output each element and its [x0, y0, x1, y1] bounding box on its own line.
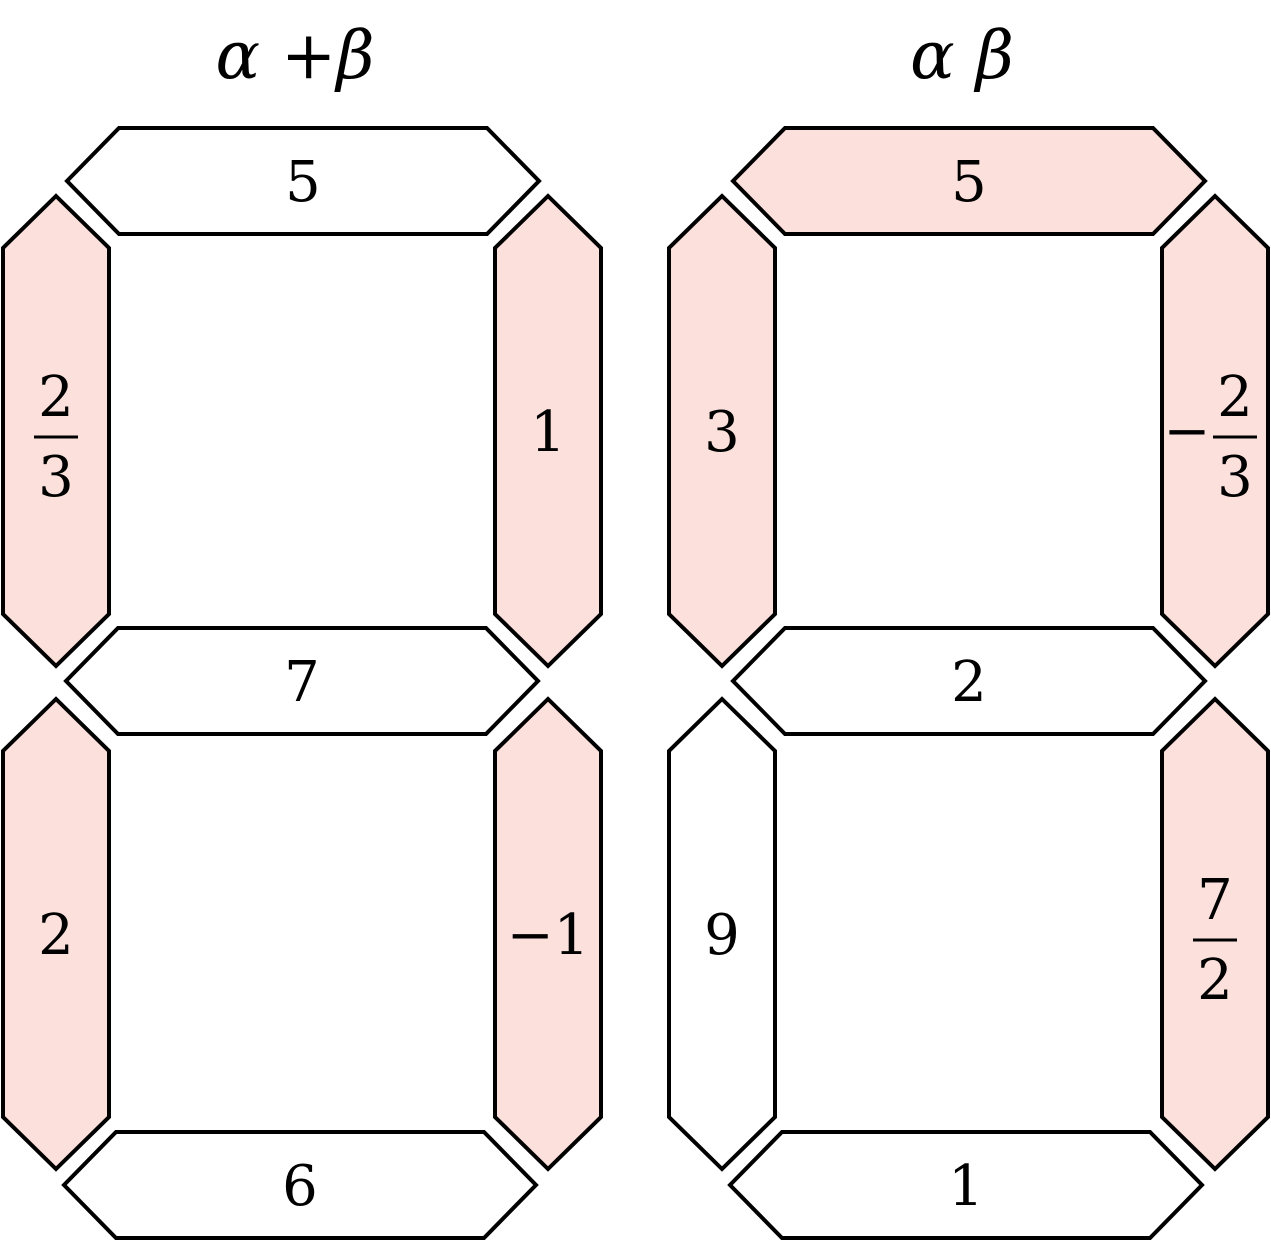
fraction-denominator: 3: [1217, 445, 1253, 510]
segment-shape: [61, 1130, 539, 1240]
segment-value: 9: [704, 903, 740, 968]
lower-right-segment: −1: [493, 696, 603, 1172]
fraction-denominator: 3: [38, 445, 74, 510]
segment-shape: [1160, 696, 1270, 1172]
segment-value: −1: [507, 903, 590, 968]
top-segment: 5: [64, 126, 542, 236]
lower-right-segment: 72: [1160, 696, 1270, 1172]
segment-value: 1: [948, 1154, 984, 1219]
upper-right-segment: −2 3: [1160, 193, 1270, 669]
fraction-denominator: 2: [1197, 948, 1233, 1013]
lower-left-segment: 9: [667, 696, 777, 1172]
middle-segment: 2: [730, 626, 1208, 736]
bottom-segment: 6: [61, 1130, 539, 1240]
upper-left-segment: 3: [667, 193, 777, 669]
segment-value: 6: [282, 1154, 318, 1219]
display-title: α +β: [215, 17, 374, 94]
segment-shape: [667, 193, 777, 669]
segment-shape: [1160, 193, 1270, 669]
lower-left-segment: 2: [0, 696, 111, 1172]
segment-value: 5: [285, 150, 321, 215]
fraction-numerator: 2: [38, 365, 74, 430]
upper-right-segment: 1: [493, 193, 603, 669]
segment-value: 2: [38, 903, 74, 968]
segment-shape: [493, 193, 603, 669]
segment-value: 3: [704, 400, 740, 465]
segment-shape: [493, 696, 603, 1172]
segment-shape: [730, 126, 1208, 236]
segment-value: 5: [951, 150, 987, 215]
segment-value: 1: [530, 400, 566, 465]
segment-shape: [0, 193, 111, 669]
bottom-segment: 1: [727, 1130, 1205, 1240]
top-segment: 5: [730, 126, 1208, 236]
segment-shape: [730, 626, 1208, 736]
segment-shape: [63, 626, 541, 736]
upper-left-segment: 23: [0, 193, 111, 669]
fraction-numerator: 7: [1197, 868, 1233, 933]
display-title: α β: [910, 17, 1014, 94]
fraction-numerator: 2: [1217, 365, 1253, 430]
fraction-sign: −: [1164, 399, 1211, 464]
segment-value: 2: [951, 650, 987, 715]
segment-value: 7: [284, 650, 320, 715]
middle-segment: 7: [63, 626, 541, 736]
segment-shape: [667, 696, 777, 1172]
segment-shape: [0, 696, 111, 1172]
segment-shape: [64, 126, 542, 236]
segment-shape: [727, 1130, 1205, 1240]
